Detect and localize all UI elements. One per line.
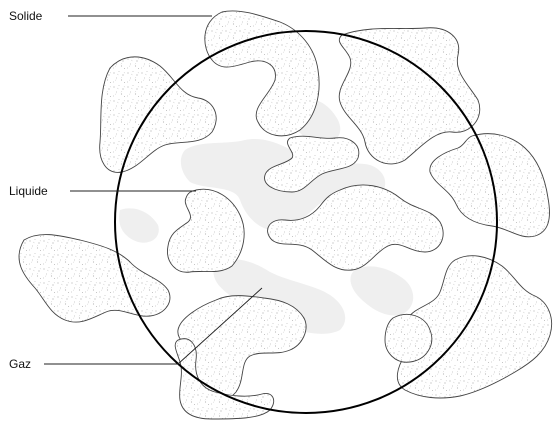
grain [430,134,550,237]
solid-label: Solide [9,9,43,23]
grain [168,189,245,272]
grain [385,314,432,362]
gas-label: Gaz [9,357,31,371]
liquid-label: Liquide [9,184,48,198]
grain [19,235,170,323]
grain [205,11,319,136]
grain [339,28,480,164]
